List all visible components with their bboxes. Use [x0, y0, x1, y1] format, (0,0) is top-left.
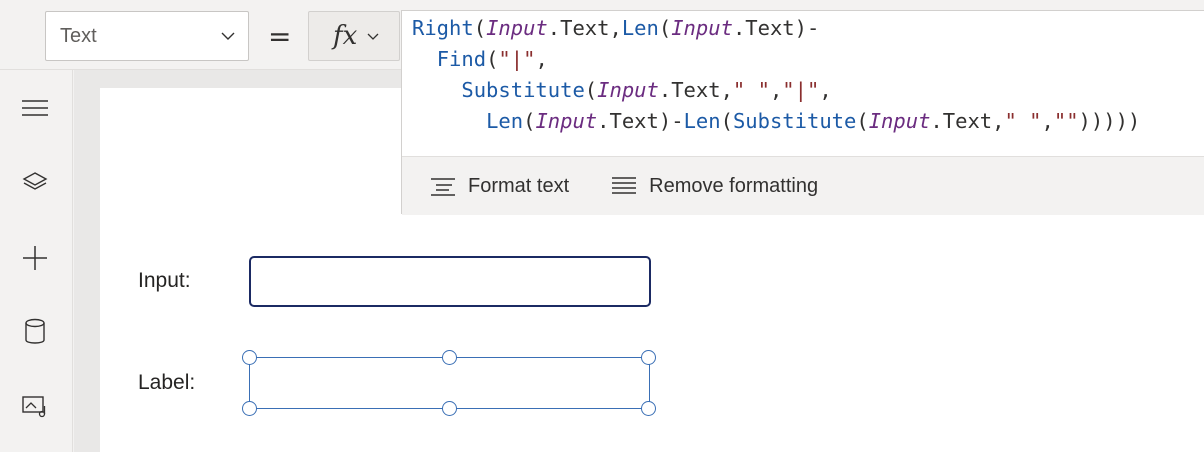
formula-token: Substitute — [461, 78, 585, 102]
equals-sign: = — [268, 20, 292, 53]
remove-formatting-label: Remove formatting — [649, 174, 819, 197]
chevron-down-icon — [221, 32, 235, 40]
formula-editor[interactable]: Right(Input.Text,Len(Input.Text)- Find("… — [401, 10, 1204, 215]
formula-token: ( — [856, 109, 869, 133]
formula-token — [412, 78, 461, 102]
format-text-label: Format text — [468, 174, 570, 197]
formula-token: .Text, — [547, 16, 622, 40]
formula-token — [412, 47, 437, 71]
property-dropdown-value: Text — [60, 24, 97, 47]
formula-token: Input — [868, 109, 931, 133]
formula-token: .Text, — [930, 109, 1005, 133]
formula-line[interactable]: Len(Input.Text)-Len(Substitute(Input.Tex… — [412, 106, 1140, 137]
formula-token: Substitute — [732, 109, 857, 133]
property-dropdown[interactable]: Text — [45, 11, 249, 61]
formula-token: "" — [1053, 109, 1079, 133]
remove-formatting-icon — [612, 177, 637, 194]
resize-handle-bottom-right[interactable] — [641, 401, 656, 416]
formula-token: ( — [658, 16, 672, 40]
input-label[interactable]: Input: — [138, 269, 191, 292]
formula-token: " " — [732, 78, 770, 102]
formula-token: "|" — [782, 78, 820, 102]
plus-icon[interactable] — [20, 243, 50, 273]
resize-handle-top-middle[interactable] — [442, 350, 457, 365]
chevron-down-icon — [367, 33, 379, 40]
database-icon[interactable] — [20, 317, 50, 347]
label-caption[interactable]: Label: — [138, 371, 196, 394]
formula-token: ( — [473, 16, 487, 40]
formula-token: ( — [584, 78, 598, 102]
formula-token: Len — [683, 109, 721, 133]
formula-token: Input — [535, 109, 598, 133]
formula-token: , — [769, 78, 783, 102]
formula-token: Find — [436, 47, 487, 71]
fx-button[interactable]: fx — [308, 11, 400, 61]
input-textbox[interactable] — [249, 256, 651, 307]
left-rail — [0, 70, 73, 452]
formula-token: ( — [720, 109, 733, 133]
formula-line[interactable]: Find("|", — [412, 44, 1140, 75]
layers-icon[interactable] — [20, 167, 50, 197]
resize-handle-bottom-left[interactable] — [242, 401, 257, 416]
resize-handle-bottom-middle[interactable] — [442, 401, 457, 416]
formula-line[interactable]: Right(Input.Text,Len(Input.Text)- — [412, 13, 1140, 44]
formula-token: , — [819, 78, 832, 102]
remove-formatting-button[interactable]: Remove formatting — [611, 175, 818, 198]
formula-token: " " — [1004, 109, 1042, 133]
media-icon[interactable] — [20, 392, 50, 422]
formula-token: "|" — [498, 47, 536, 71]
formula-token: ))))) — [1078, 109, 1141, 133]
formula-code[interactable]: Right(Input.Text,Len(Input.Text)- Find("… — [412, 13, 1140, 137]
hamburger-menu-icon[interactable] — [20, 93, 50, 123]
formula-token: ( — [523, 109, 536, 133]
formula-line[interactable]: Substitute(Input.Text," ","|", — [412, 75, 1140, 106]
formula-token: .Text)- — [597, 109, 684, 133]
formula-token: Len — [486, 109, 524, 133]
formula-toolbar: Format text Remove formatting — [402, 156, 1204, 215]
formula-token — [412, 109, 486, 133]
formula-token: ( — [486, 47, 499, 71]
resize-handle-top-left[interactable] — [242, 350, 257, 365]
formula-token: Len — [621, 16, 659, 40]
formula-token: , — [535, 47, 548, 71]
resize-handle-top-right[interactable] — [641, 350, 656, 365]
format-text-button[interactable]: Format text — [430, 175, 569, 198]
formula-token: .Text, — [658, 78, 733, 102]
formula-token: Input — [597, 78, 659, 102]
formula-token: .Text)- — [732, 16, 820, 40]
formula-token: Input — [486, 16, 548, 40]
formula-token: Input — [671, 16, 733, 40]
format-text-icon — [431, 178, 455, 196]
formula-token: Right — [412, 16, 474, 40]
fx-icon: fx — [333, 21, 358, 51]
formula-token: , — [1041, 109, 1054, 133]
